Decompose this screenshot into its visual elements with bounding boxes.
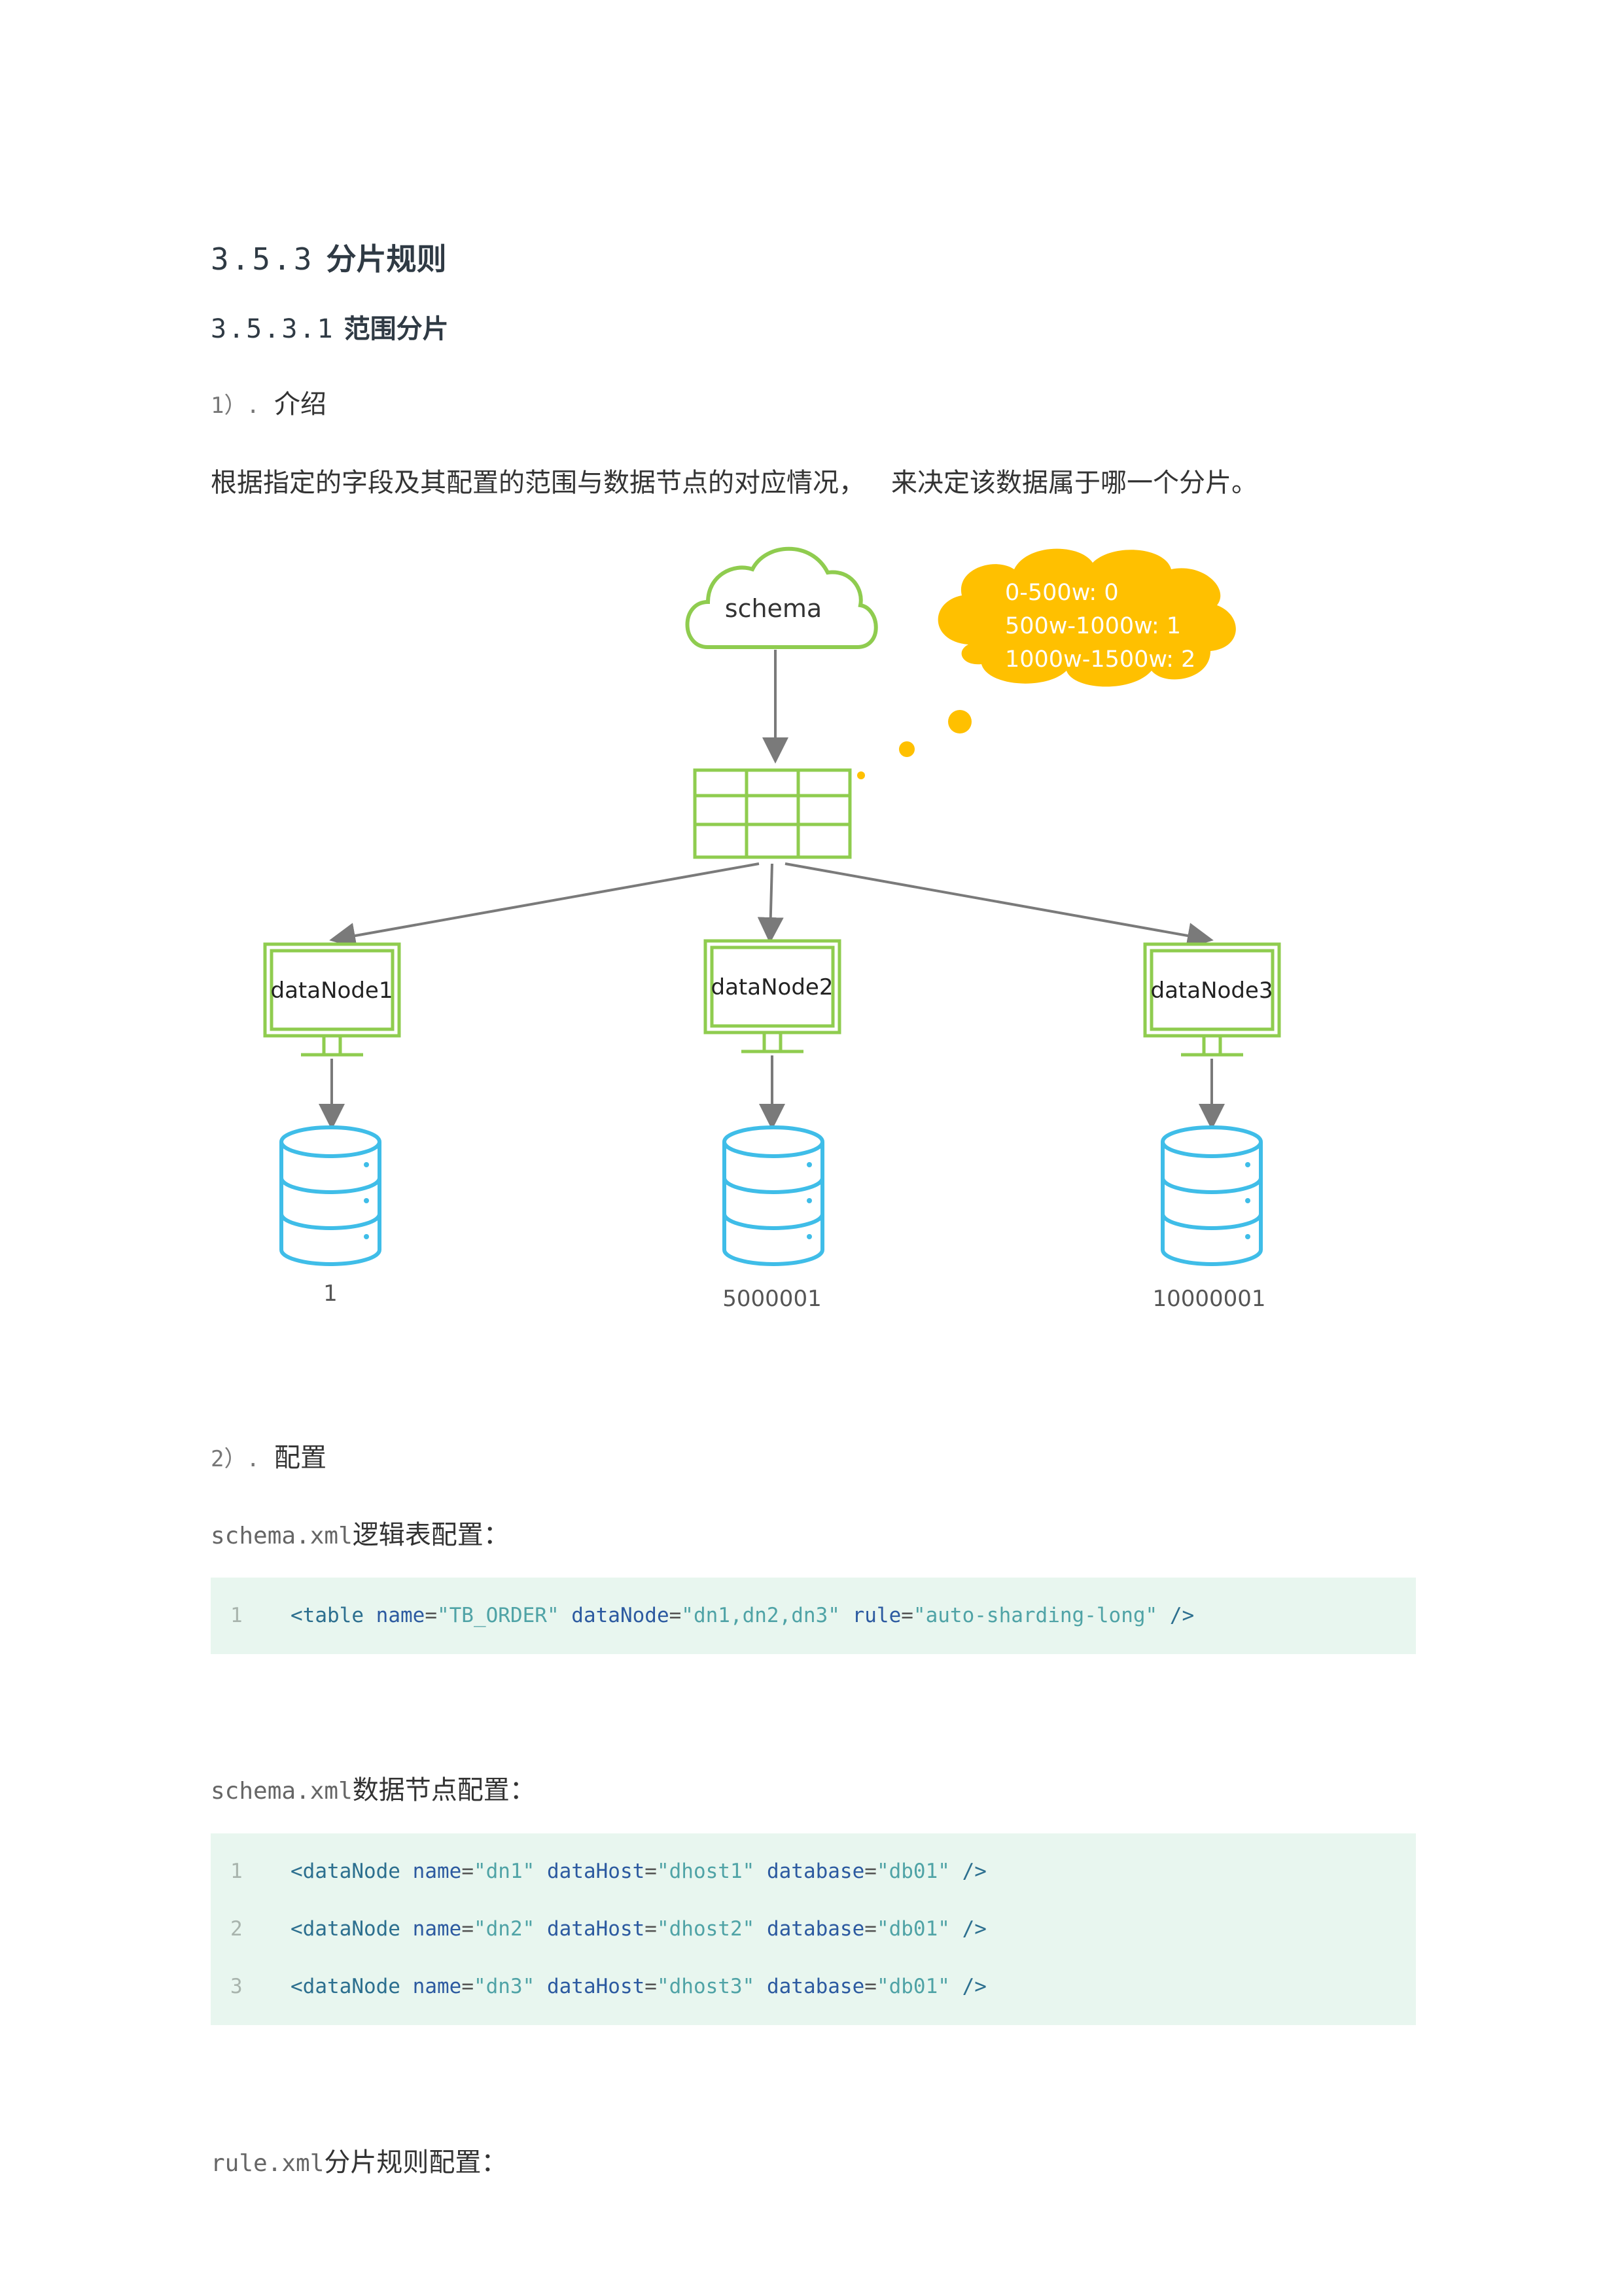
range-sharding-diagram: schema 0-500w: 0 500w-1000w: 1 1000w-150… — [263, 546, 1281, 1312]
code-tag: <dataNode — [291, 1917, 400, 1941]
database-2-icon — [722, 1125, 824, 1266]
code-tag-end: /> — [1169, 1604, 1195, 1627]
intro-paragraph: 根据指定的字段及其配置的范围与数据节点的对应情况， 来决定该数据属于哪一个分片。 — [211, 461, 1258, 499]
line-number: 1 — [230, 1860, 243, 1883]
range-line-1: 0-500w: 0 — [1005, 580, 1119, 606]
config-2-label: schema.xml数据节点配置： — [211, 1769, 536, 1807]
code-tag-end: /> — [962, 1860, 987, 1883]
code-attr: name — [412, 1975, 462, 1998]
code-value: "dn2" — [473, 1917, 535, 1941]
step-2-heading: 2）. 配置 — [211, 1436, 326, 1474]
datanode-1-monitor-icon — [263, 942, 401, 1057]
code-value: "db01" — [876, 1860, 950, 1883]
code-attr: database — [766, 1860, 865, 1883]
code-value: "db01" — [876, 1917, 950, 1941]
code-value: "dhost3" — [656, 1975, 755, 1998]
code-attr: name — [412, 1917, 462, 1941]
datanode-3-label: dataNode3 — [1151, 978, 1273, 1004]
code-value: "dhost2" — [656, 1917, 755, 1941]
code-attr: name — [376, 1604, 425, 1627]
schema-cloud-icon — [685, 546, 878, 649]
subsection-heading: 3.5.3.1 范围分片 — [211, 308, 449, 345]
database-1-icon — [279, 1125, 381, 1266]
line-number: 1 — [230, 1604, 243, 1627]
code-value: "dn1" — [473, 1860, 535, 1883]
code-tag: <table — [291, 1604, 364, 1627]
code-attr: dataHost — [546, 1860, 645, 1883]
code-attr: dataHost — [546, 1917, 645, 1941]
datanode-3-monitor-icon — [1143, 942, 1281, 1057]
range-thought-bubble — [857, 548, 1236, 779]
config-3-desc: 分片规则配置： — [324, 2147, 508, 2178]
code-value: "auto-sharding-long" — [913, 1604, 1158, 1627]
code-tag: <dataNode — [291, 1975, 400, 1998]
section-title: 分片规则 — [326, 241, 447, 277]
code-value: "dn3" — [473, 1975, 535, 1998]
step-1-number: 1）. — [211, 393, 260, 419]
code-value: "dhost1" — [656, 1860, 755, 1883]
config-3-file: rule.xml — [211, 2150, 325, 2177]
code-tag: <dataNode — [291, 1860, 400, 1883]
subsection-title: 范围分片 — [344, 314, 449, 344]
code-value: "TB_ORDER" — [436, 1604, 559, 1627]
section-number: 3.5.3 — [211, 241, 315, 277]
step-1-title: 介绍 — [273, 389, 326, 419]
code-block-table: 1 <table name="TB_ORDER" dataNode="dn1,d… — [211, 1578, 1416, 1654]
code-value: "db01" — [876, 1975, 950, 1998]
intro-part-1: 根据指定的字段及其配置的范围与数据节点的对应情况， — [211, 468, 865, 498]
database-2-label: 5000001 — [722, 1286, 821, 1312]
code-attr: dataNode — [571, 1604, 669, 1627]
code-attr: name — [412, 1860, 462, 1883]
code-attr: database — [766, 1917, 865, 1941]
config-1-label: schema.xml逻辑表配置： — [211, 1513, 510, 1551]
step-1-heading: 1）. 介绍 — [211, 383, 326, 421]
code-tag-end: /> — [962, 1975, 987, 1998]
section-heading: 3.5.3 分片规则 — [211, 236, 446, 279]
config-3-label: rule.xml分片规则配置： — [211, 2141, 507, 2179]
config-2-file: schema.xml — [211, 1778, 353, 1805]
step-2-title: 配置 — [273, 1443, 326, 1473]
code-value: "dn1,dn2,dn3" — [681, 1604, 840, 1627]
config-1-desc: 逻辑表配置： — [352, 1520, 510, 1550]
code-attr: dataHost — [546, 1975, 645, 1998]
cloud-label: schema — [725, 594, 822, 623]
config-1-file: schema.xml — [211, 1523, 353, 1549]
subsection-number: 3.5.3.1 — [211, 314, 335, 344]
code-tag-end: /> — [962, 1917, 987, 1941]
line-number: 3 — [230, 1975, 243, 1998]
code-attr: rule — [852, 1604, 902, 1627]
datanode-2-label: dataNode2 — [711, 974, 834, 1000]
code-block-datanodes: 1 <dataNode name="dn1" dataHost="dhost1"… — [211, 1833, 1416, 2025]
step-2-number: 2）. — [211, 1446, 260, 1472]
intro-part-2: 来决定该数据属于哪一个分片。 — [891, 468, 1258, 498]
datanode-2-monitor-icon — [703, 939, 841, 1053]
code-attr: database — [766, 1975, 865, 1998]
database-1-label: 1 — [323, 1280, 338, 1307]
line-number: 2 — [230, 1917, 243, 1941]
datanode-1-label: dataNode1 — [271, 978, 393, 1004]
database-3-icon — [1161, 1125, 1263, 1266]
config-2-desc: 数据节点配置： — [352, 1775, 536, 1805]
database-3-label: 10000001 — [1152, 1286, 1265, 1312]
table-grid-icon — [693, 768, 852, 859]
range-line-3: 1000w-1500w: 2 — [1005, 646, 1195, 673]
range-line-2: 500w-1000w: 1 — [1005, 613, 1181, 639]
